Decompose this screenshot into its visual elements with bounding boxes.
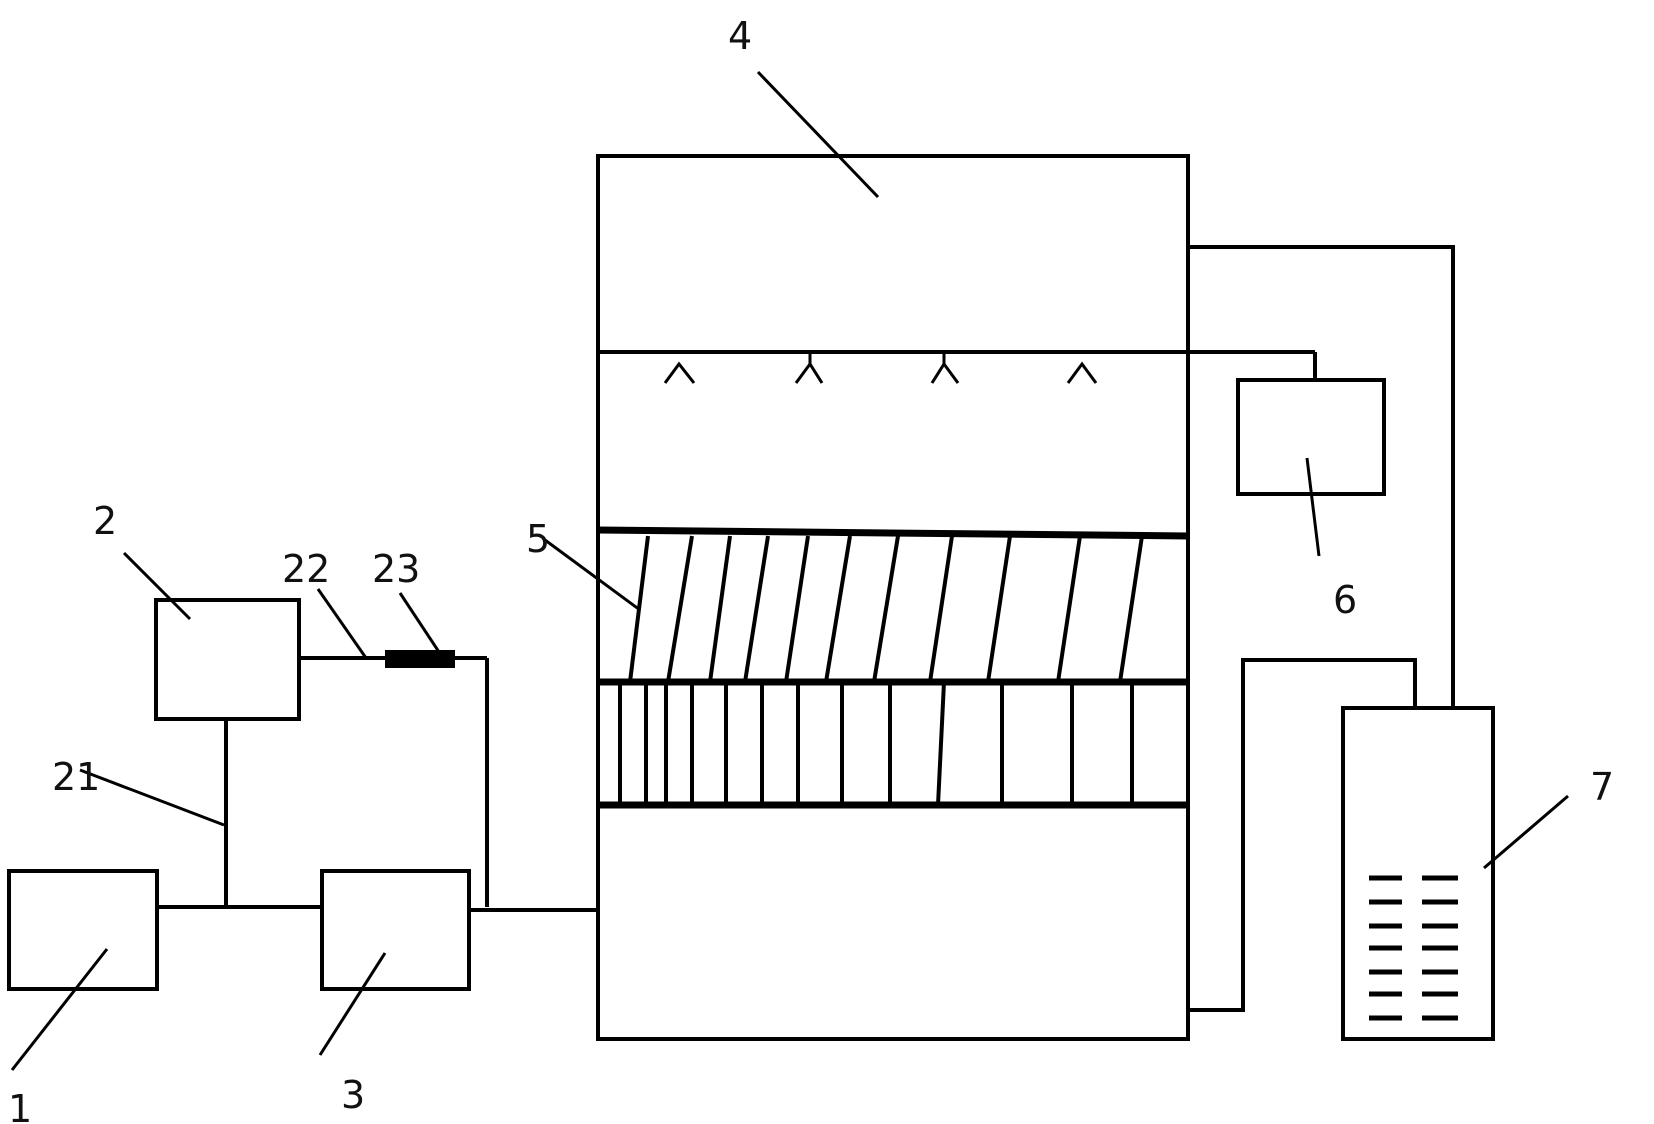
packing-layer-5 xyxy=(597,526,1189,809)
label-1: 1 xyxy=(8,1087,32,1124)
unit-6-box xyxy=(1236,378,1386,496)
valve-23 xyxy=(385,650,455,668)
label-22: 22 xyxy=(282,547,330,591)
leader-lines xyxy=(10,70,1569,1071)
spray-nozzles xyxy=(663,352,1098,384)
label-5: 5 xyxy=(526,517,550,561)
unit-1-box xyxy=(7,869,159,991)
pipe-network-right xyxy=(1188,245,1455,1012)
label-23: 23 xyxy=(372,547,420,591)
unit-7-tank xyxy=(1341,706,1495,1041)
unit-2-box xyxy=(154,598,301,721)
pipe-network-left xyxy=(157,656,598,912)
label-21: 21 xyxy=(52,755,100,799)
label-3: 3 xyxy=(341,1073,365,1117)
tower-4-body xyxy=(596,154,1190,1041)
label-4: 4 xyxy=(728,14,752,58)
label-7: 7 xyxy=(1590,765,1614,809)
label-2: 2 xyxy=(93,499,117,543)
label-6: 6 xyxy=(1333,578,1357,622)
tank-7-liquid-marks xyxy=(1369,875,1458,1021)
unit-3-box xyxy=(320,869,471,991)
